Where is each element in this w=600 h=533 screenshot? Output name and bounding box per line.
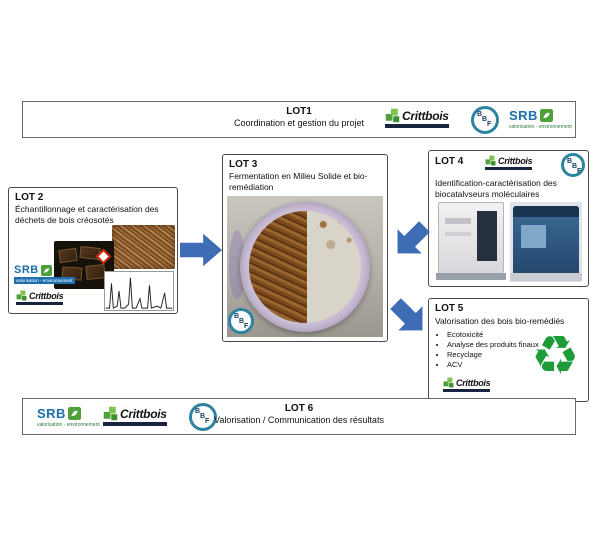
srb-wordmark: SRB <box>14 264 39 276</box>
crittbois-logo: Crittbois <box>103 406 167 426</box>
srb-tagline: valorisation - environnement <box>509 124 572 130</box>
crittbois-cubes-icon <box>16 290 27 301</box>
srb-logo: SRB valorisation - environnement <box>37 406 100 428</box>
arrow-lot4-to-lot3 <box>397 221 430 254</box>
lot2-subtitle: Échantillonnage et caractérisation des d… <box>15 204 159 225</box>
bbf-letter: B <box>195 408 201 415</box>
bbf-logo: B B F <box>228 308 254 334</box>
lot6-banner: SRB valorisation - environnement Crittbo… <box>22 398 576 435</box>
crittbois-banner-bar <box>485 167 533 170</box>
crittbois-wordmark: Crittbois <box>402 108 449 123</box>
lot5-bullet: Recyclage <box>447 350 547 360</box>
chromatogram-image <box>104 271 174 311</box>
lot3-box: LOT 3 Fermentation en Milieu Solide et b… <box>222 154 388 342</box>
srb-wordmark: SRB <box>37 406 66 421</box>
lot5-bullet: Ecotoxicité <box>447 330 547 340</box>
wood-chips-half <box>249 211 308 323</box>
lot6-subtitle: Valorisation / Communication des résulta… <box>214 415 384 425</box>
bbf-logo: B B F <box>561 153 585 177</box>
bbf-letter: F <box>577 168 582 175</box>
bbf-letter: B <box>239 318 245 325</box>
bbf-logo: B B F <box>471 106 499 134</box>
lot1-text: LOT1 Coordination et gestion du projet <box>23 106 575 128</box>
bbf-letter: F <box>205 418 210 425</box>
arrow-lot2-to-lot3 <box>180 233 222 267</box>
crittbois-wordmark: Crittbois <box>120 406 167 421</box>
wood-chips-image <box>112 225 175 269</box>
lot5-bullet: ACV <box>447 360 547 370</box>
crittbois-wordmark: Crittbois <box>498 155 533 166</box>
lot5-bullet: Analyse des produits finaux <box>447 340 547 350</box>
crittbois-cubes-icon <box>443 377 454 388</box>
lot5-bullet-list: Ecotoxicité Analyse des produits finaux … <box>447 330 547 371</box>
crittbois-wordmark: Crittbois <box>29 290 64 301</box>
crittbois-cubes-icon <box>103 406 118 421</box>
mass-spectrometer-right-image <box>510 202 582 282</box>
recycling-icon: ♻ <box>531 326 580 386</box>
lot2-box: LOT 2 Échantillonnage et caractérisation… <box>8 187 178 314</box>
lot4-box: LOT 4 Crittbois B B F Identification-car… <box>428 150 589 287</box>
srb-leaf-icon <box>40 264 52 276</box>
bbf-letter: F <box>487 121 492 128</box>
srb-tagline: valorisation - environnement <box>14 277 75 284</box>
srb-logo: SRB valorisation - environnement <box>509 108 572 130</box>
bbf-letter: B <box>200 413 206 420</box>
fermentation-dish-photo <box>227 196 383 337</box>
lot3-title: LOT 3 <box>229 159 258 170</box>
fermentation-dish <box>240 202 370 332</box>
chromatogram-trace <box>105 277 173 309</box>
lot2-title: LOT 2 <box>15 192 44 203</box>
crittbois-banner-bar <box>385 124 449 128</box>
bbf-letter: F <box>244 323 249 330</box>
crittbois-banner-bar <box>443 389 491 392</box>
lot5-subtitle: Valorisation des bois bio-remédiés <box>435 316 565 326</box>
crittbois-cubes-icon <box>385 108 400 123</box>
crittbois-logo: Crittbois <box>443 377 491 392</box>
bbf-letter: B <box>572 163 578 170</box>
lot4-subtitle: Identification-caractérisation des bioca… <box>435 178 557 199</box>
bbf-logo: B B F <box>189 403 217 431</box>
crittbois-logo: Crittbois <box>485 155 533 170</box>
bbf-letter: B <box>234 313 240 320</box>
crittbois-cubes-icon <box>485 155 496 166</box>
crittbois-banner-bar <box>103 422 167 426</box>
srb-wordmark: SRB <box>509 108 538 123</box>
srb-leaf-icon <box>67 407 81 420</box>
lot1-title: LOT1 <box>286 106 312 117</box>
lot3-subtitle: Fermentation en Milieu Solide et bio-rem… <box>229 171 368 192</box>
bbf-letter: B <box>567 158 573 165</box>
lot1-subtitle: Coordination et gestion du projet <box>233 118 365 128</box>
srb-logo: SRB valorisation - environnement <box>14 264 75 284</box>
lot4-title: LOT 4 <box>435 156 464 167</box>
instruments-photo <box>433 197 584 282</box>
arrow-lot3-to-lot5 <box>390 298 423 331</box>
crittbois-logo: Crittbois <box>385 108 449 128</box>
mass-spectrometer-left-image <box>436 202 506 280</box>
srb-leaf-icon <box>539 109 553 122</box>
bbf-letter: B <box>477 111 483 118</box>
lot6-title: LOT 6 <box>284 403 314 414</box>
srb-tagline: valorisation - environnement <box>37 422 100 428</box>
lot5-box: LOT 5 Valorisation des bois bio-remédiés… <box>428 298 589 402</box>
crittbois-banner-bar <box>16 302 64 305</box>
bbf-letter: B <box>482 116 488 123</box>
crittbois-logo: Crittbois <box>16 290 64 305</box>
mycelium-half <box>307 211 361 323</box>
lot1-banner: LOT1 Coordination et gestion du projet C… <box>22 101 576 138</box>
lot5-title: LOT 5 <box>435 303 464 314</box>
crittbois-wordmark: Crittbois <box>456 377 491 388</box>
lot6-text: LOT 6 Valorisation / Communication des r… <box>23 403 575 425</box>
